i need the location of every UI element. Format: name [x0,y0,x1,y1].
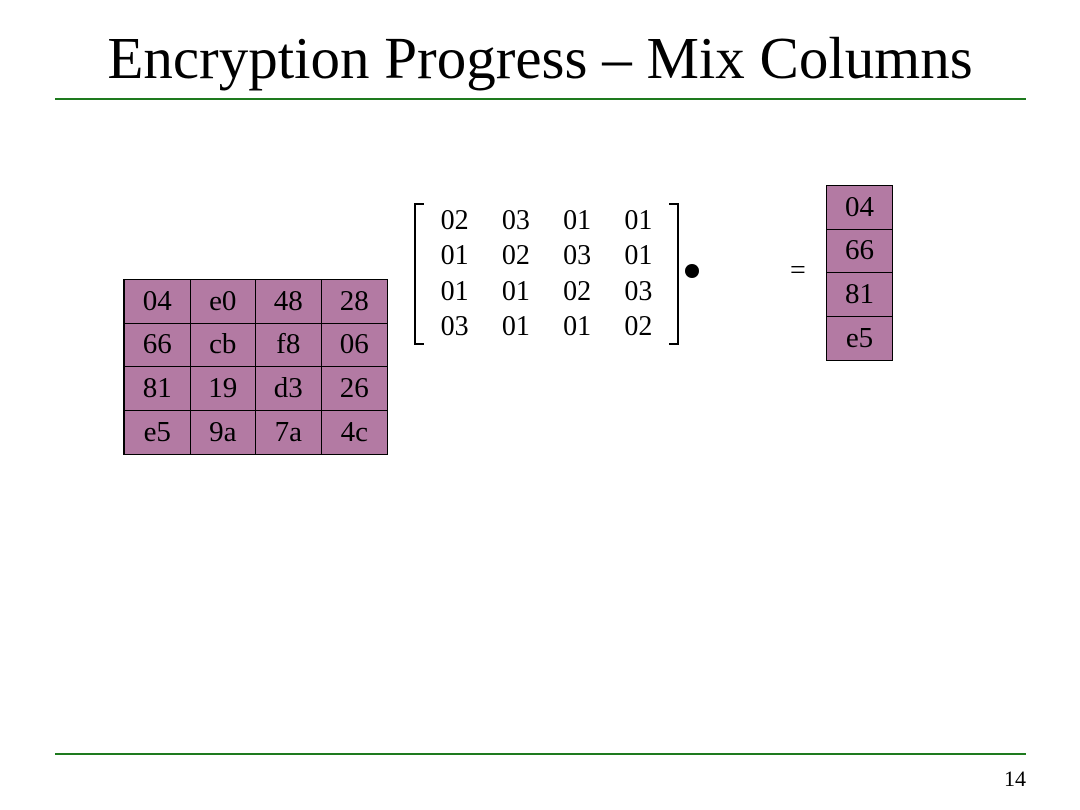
matrix-cell: 01 [563,311,592,343]
state-grid: 04 e0 48 28 66 cb f8 06 81 19 d3 26 e5 9… [123,279,388,455]
slide-title: Encryption Progress – Mix Columns [107,25,973,91]
state-cell: 7a [256,410,322,454]
matrix-cell: 03 [440,311,469,343]
multiply-dot-operator [685,264,699,278]
footer-rule [55,753,1026,755]
state-cell: 81 [125,367,191,411]
matrix-cell: 02 [563,275,592,307]
page-number: 14 [1004,766,1026,791]
matrix-cell: 01 [563,204,592,236]
equals-operator: = [790,255,806,286]
title-underline [55,98,1026,100]
result-cell: 66 [827,230,892,273]
state-cell: f8 [256,323,322,367]
matrix-cell: 02 [440,204,469,236]
matrix-cell: 01 [440,275,469,307]
state-cell: e5 [125,410,191,454]
matrix-right-bracket [669,203,679,345]
state-cell: 04 [125,280,191,324]
state-cell: 9a [191,410,256,454]
result-cell: 81 [827,273,892,317]
matrix-cell: 03 [501,204,530,236]
matrix-left-bracket [414,203,424,345]
matrix-cell: 03 [624,275,653,307]
matrix-cell: 01 [624,240,653,272]
mix-matrix: 02 03 01 01 01 02 03 01 01 01 02 03 03 0… [414,203,679,345]
result-cell: 04 [827,186,892,230]
state-cell: 66 [125,323,191,367]
state-cell: 19 [190,367,256,411]
result-column: 04 66 81 e5 [826,185,893,361]
matrix-cell: 01 [501,311,530,343]
state-cell: 06 [321,324,387,367]
result-cell: e5 [845,321,874,354]
matrix-cell: 01 [440,240,469,272]
state-cell: 4c [340,415,368,448]
state-cell: 48 [256,280,322,324]
state-cell: cb [190,323,256,367]
matrix-body: 02 03 01 01 01 02 03 01 01 01 02 03 03 0… [424,203,669,345]
matrix-cell: 02 [501,240,530,272]
matrix-cell: 01 [501,275,530,307]
matrix-cell: 03 [563,240,592,272]
state-cell: e0 [190,280,256,324]
state-cell: 26 [321,367,387,411]
matrix-cell: 02 [624,311,653,343]
matrix-cell: 01 [624,204,653,236]
state-cell: 28 [321,280,387,324]
state-cell: d3 [256,367,322,411]
